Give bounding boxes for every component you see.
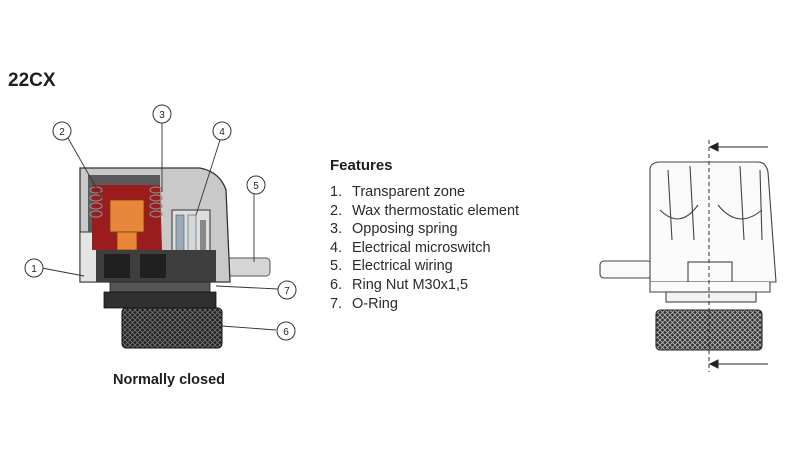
callout-6 [276, 321, 296, 341]
callout-2 [52, 121, 72, 141]
callout-1 [24, 258, 44, 278]
callout-7-label: 7 [284, 286, 290, 297]
feature-item: 6.Ring Nut M30x1,5 [330, 276, 469, 293]
callout-4 [212, 121, 232, 141]
cable [225, 257, 271, 277]
ring-nut [121, 307, 223, 349]
feature-item: 3.Opposing spring [330, 221, 458, 238]
callout-4-label: 4 [219, 127, 225, 138]
callout-3 [152, 104, 172, 124]
callout-1-label: 1 [31, 264, 37, 275]
state-caption: Normally closed [113, 372, 226, 388]
piston [109, 199, 145, 233]
outline-view [599, 140, 777, 372]
feature-item: 2.Wax thermostatic element [330, 202, 520, 219]
features-heading: Features [330, 157, 393, 174]
callout-6-label: 6 [283, 327, 289, 338]
feature-item: 5.Electrical wiring [330, 258, 453, 275]
feature-item: 7.O-Ring [330, 295, 398, 312]
sectional-view: 1 2 3 4 5 6 7 [24, 104, 297, 349]
features-list: Features 1.Transparent zone 2.Wax thermo… [330, 157, 519, 313]
callout-2-label: 2 [59, 127, 65, 138]
model-title: 22CX [8, 70, 56, 91]
callout-7 [277, 280, 297, 300]
feature-item: 4.Electrical microswitch [330, 239, 491, 256]
callout-5-label: 5 [253, 181, 259, 192]
o-ring-area [103, 291, 217, 309]
callout-3-label: 3 [159, 110, 165, 121]
callout-5 [246, 175, 266, 195]
feature-item: 1.Transparent zone [330, 184, 466, 200]
